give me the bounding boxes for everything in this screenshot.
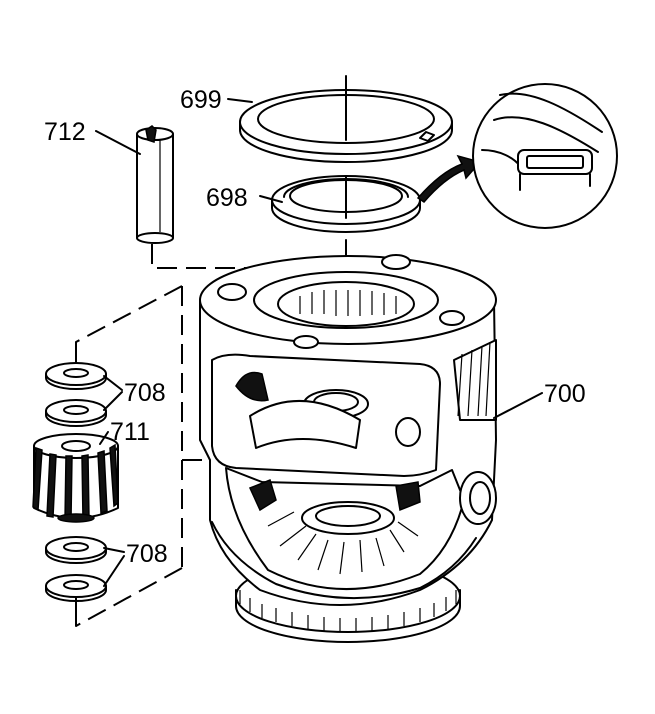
seal-detail-callout	[472, 83, 618, 229]
callout-712: 712	[44, 118, 86, 146]
callout-699: 699	[180, 86, 222, 114]
callout-708-upper: 708	[124, 379, 166, 407]
callout-708-lower: 708	[126, 540, 168, 568]
part-711-pinion-gear	[32, 433, 119, 523]
callout-700: 700	[544, 380, 586, 408]
leader-lines	[95, 98, 543, 587]
part-708-thrust-washer-top	[45, 362, 107, 427]
part-708-thrust-washer-bottom	[45, 536, 107, 602]
callout-698: 698	[206, 184, 248, 212]
part-700-differential-case	[199, 254, 497, 643]
part-712-pinion-shaft	[136, 125, 174, 244]
detail-arrow	[416, 154, 482, 203]
callout-711: 711	[110, 418, 150, 446]
